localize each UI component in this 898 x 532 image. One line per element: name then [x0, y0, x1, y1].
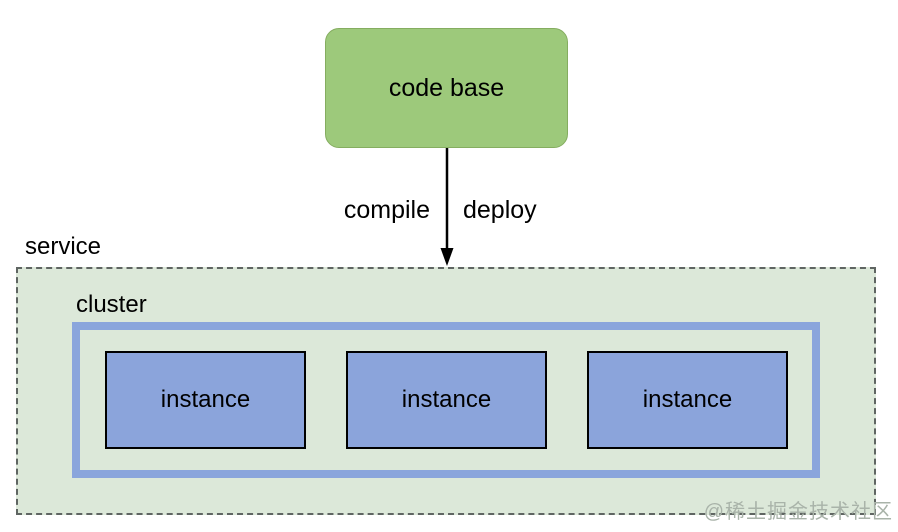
cluster-label: cluster: [76, 291, 147, 318]
cluster-container: instance instance instance: [72, 322, 820, 478]
watermark: @稀土掘金技术社区: [703, 501, 893, 523]
code-base-node: code base: [325, 28, 568, 148]
code-base-label: code base: [388, 73, 505, 102]
deploy-label: deploy: [463, 196, 537, 224]
compile-deploy-arrow: [440, 148, 454, 266]
instance-label: instance: [401, 386, 492, 413]
compile-label: compile: [343, 196, 430, 224]
instance-label: instance: [160, 386, 251, 413]
instance-label: instance: [642, 386, 733, 413]
service-label: service: [25, 233, 102, 260]
instance-node: instance: [587, 351, 788, 449]
instance-node: instance: [105, 351, 306, 449]
instance-node: instance: [346, 351, 547, 449]
